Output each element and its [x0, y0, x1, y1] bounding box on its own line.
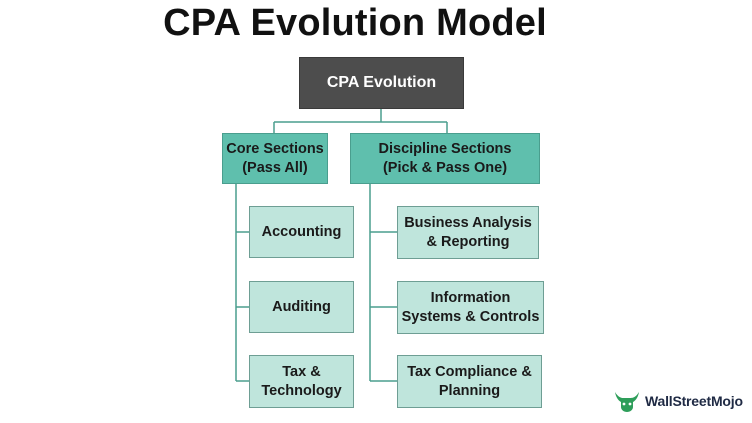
leaf-line: Information	[430, 289, 511, 306]
page-title: CPA Evolution Model	[163, 2, 547, 44]
brand-logo: WallStreetMojo	[613, 388, 743, 414]
root-node: CPA Evolution	[299, 57, 464, 109]
core-sections-note: (Pass All)	[242, 159, 308, 176]
leaf-accounting: Accounting	[249, 206, 354, 258]
bull-icon	[615, 392, 639, 412]
discipline-sections-label: Discipline Sections	[378, 140, 512, 157]
leaf-line: Accounting	[261, 223, 342, 240]
leaf-auditing: Auditing	[249, 281, 354, 333]
discipline-sections-note: (Pick & Pass One)	[382, 159, 508, 176]
leaf-line: Systems & Controls	[401, 308, 540, 325]
leaf-line: Tax Compliance &	[407, 363, 532, 380]
discipline-sections-node: Discipline Sections (Pick & Pass One)	[350, 133, 540, 184]
leaf-information-systems: Information Systems & Controls	[397, 281, 544, 334]
leaf-line: Tax &	[282, 363, 321, 380]
leaf-tax-compliance: Tax Compliance & Planning	[397, 355, 542, 408]
core-sections-node: Core Sections (Pass All)	[222, 133, 328, 184]
leaf-line: Auditing	[272, 298, 331, 315]
leaf-line: Planning	[438, 382, 501, 399]
leaf-line: Technology	[261, 382, 342, 399]
root-label: CPA Evolution	[326, 73, 437, 91]
core-sections-label: Core Sections	[226, 140, 324, 157]
leaf-business-analysis: Business Analysis & Reporting	[397, 206, 539, 259]
leaf-line: & Reporting	[426, 233, 510, 250]
leaf-tax-technology: Tax & Technology	[249, 355, 354, 408]
brand-name: WallStreetMojo	[645, 393, 743, 409]
leaf-line: Business Analysis	[404, 214, 532, 231]
